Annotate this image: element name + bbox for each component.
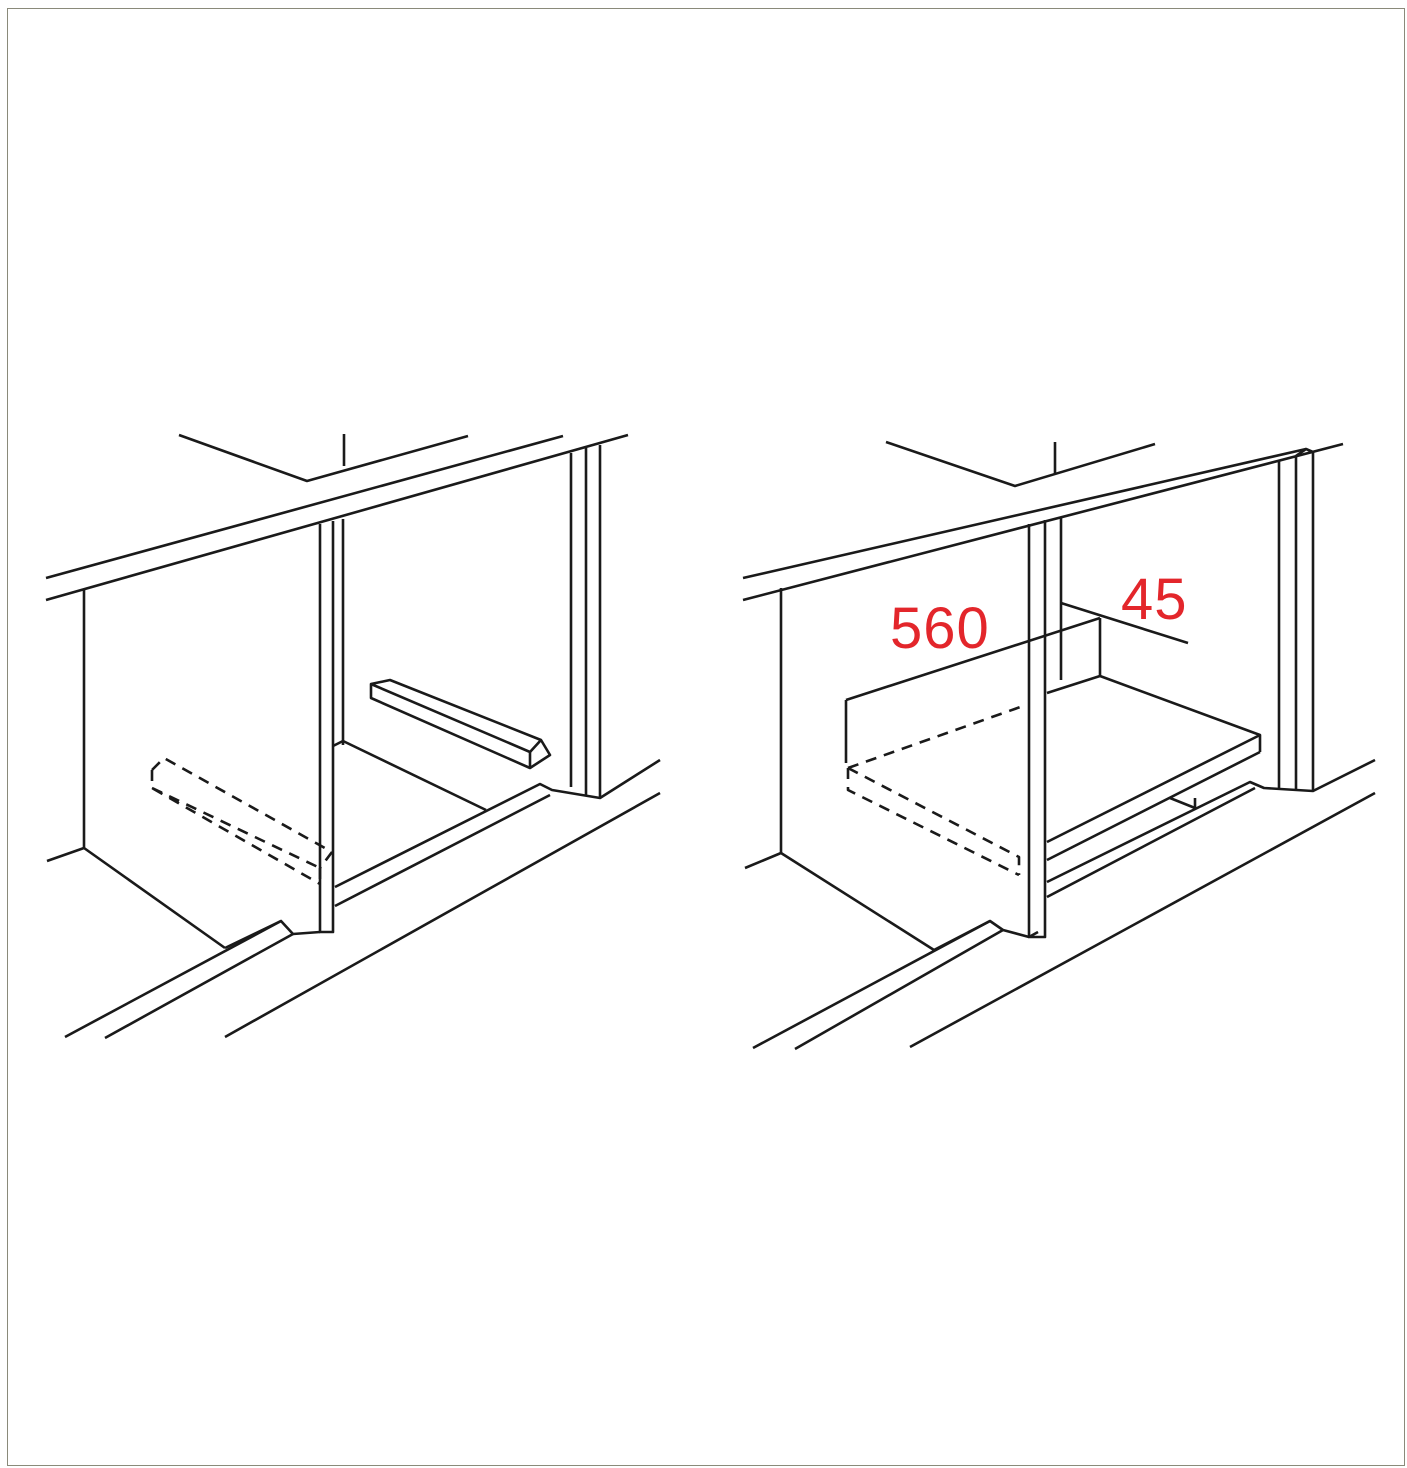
right-hidden-drawer-dashed [846, 703, 1027, 877]
right-drawer-front-top [1046, 733, 1261, 844]
left-floor-line-1 [64, 919, 282, 1039]
right-post-foot [1028, 930, 1039, 939]
left-center-post [318, 521, 335, 934]
left-worktop-back-edge [45, 433, 629, 602]
left-support-rail [369, 678, 552, 770]
right-plinth-bottom [1046, 786, 1256, 899]
right-center-post [1027, 520, 1047, 939]
right-drawer-back-bottom [1046, 674, 1101, 695]
right-plinth-top [1046, 758, 1376, 884]
right-right-post-top [1295, 447, 1314, 458]
right-plinth-notch-a [1169, 796, 1196, 810]
left-hidden-rail-dashed [150, 756, 334, 886]
right-side-floor-edge [780, 851, 935, 952]
left-inner-floor-line-2 [342, 739, 487, 812]
left-side-bottom-edge [46, 846, 85, 863]
right-worktop-back-edge [742, 442, 1344, 602]
left-floor-line-2 [104, 932, 294, 1040]
right-dim-560-line [845, 616, 1101, 702]
right-side-bottom-edge [744, 851, 782, 870]
right-worktop-top-plane [885, 440, 1156, 488]
left-worktop-top-plane [178, 433, 469, 483]
right-drawer-top-right [1099, 674, 1262, 752]
right-worktop-front-edge [742, 447, 1307, 580]
left-worktop-front-edge [45, 434, 564, 580]
left-figure-cabinet [45, 433, 661, 1040]
left-plinth-top [334, 758, 661, 889]
right-floor-line-2 [794, 928, 1004, 1051]
left-plinth-bottom [334, 793, 551, 908]
right-floor-line-1 [752, 919, 991, 1050]
drawing-frame [7, 8, 1405, 1466]
left-side-floor-edge [83, 846, 226, 950]
right-figure-cabinet [742, 440, 1376, 1051]
right-drawer-front-bottom [1046, 750, 1261, 862]
left-base-step [224, 919, 321, 950]
dimension-depth-label: 45 [1121, 567, 1188, 632]
left-floor-line-3 [224, 791, 661, 1039]
dimension-width-label: 560 [890, 596, 990, 661]
right-floor-line-3 [909, 791, 1376, 1049]
left-inner-floor-line [332, 739, 344, 748]
right-dim-45-line [1060, 601, 1189, 645]
